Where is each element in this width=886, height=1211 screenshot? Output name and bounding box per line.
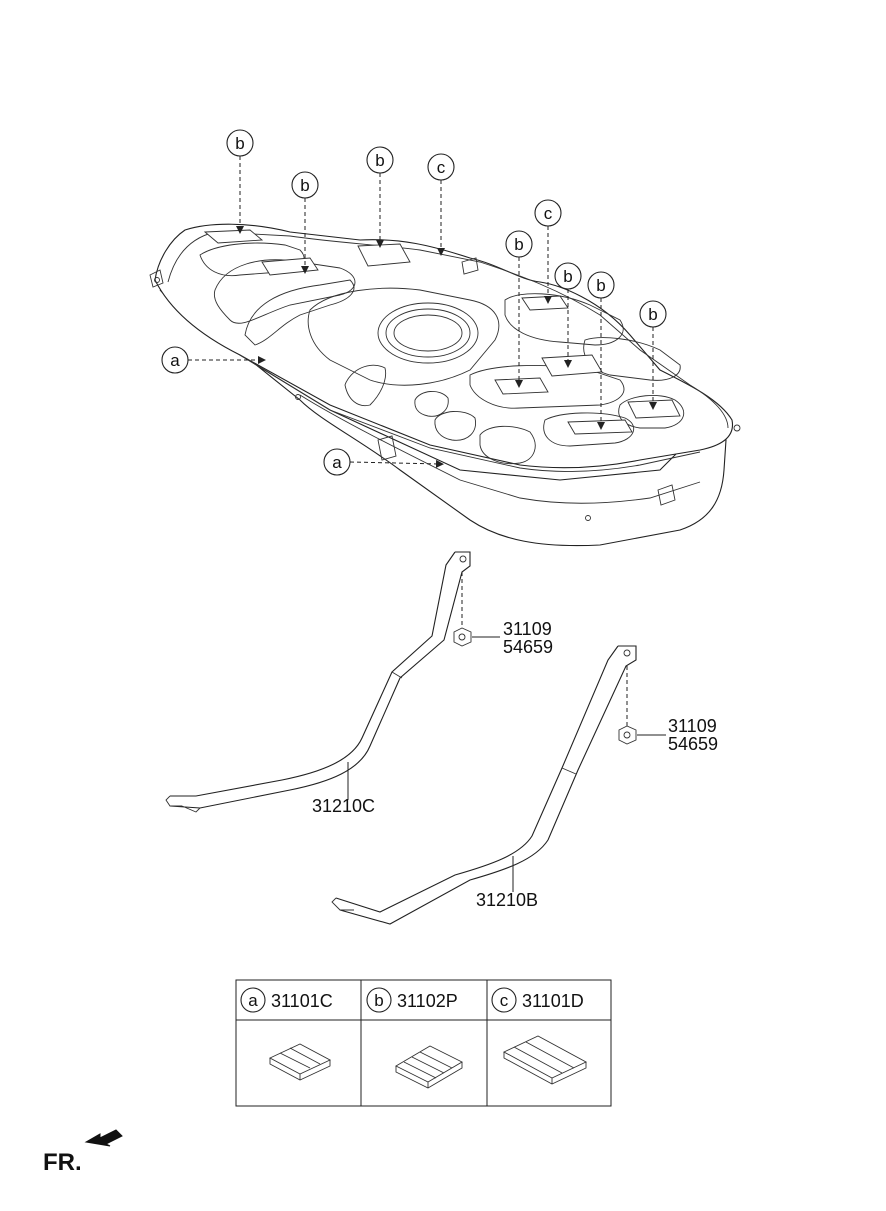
svg-text:c: c [437, 158, 446, 177]
svg-text:a: a [248, 991, 258, 1010]
callout-b-7: b [639, 300, 667, 410]
svg-text:b: b [300, 176, 309, 195]
callout-c-1: c [427, 153, 455, 256]
strap-31210c [165, 551, 471, 813]
legend-table: a 31101C b 31102P c 31101D [235, 979, 612, 1107]
callout-b-4: b [505, 230, 533, 388]
strap-rear-label: 31210B [476, 890, 538, 910]
callout-c-2: c [534, 199, 562, 304]
callout-a-1: a [161, 346, 266, 374]
svg-text:31101C: 31101C [271, 991, 333, 1011]
svg-text:a: a [332, 453, 342, 472]
fr-label: FR. [43, 1149, 82, 1176]
callouts: b b b c c b b [161, 129, 667, 476]
svg-text:b: b [375, 151, 384, 170]
nut-1-part-b: 54659 [503, 637, 553, 657]
callout-b-5: b [554, 262, 582, 368]
nut-2-part-a: 31109 [668, 716, 717, 736]
nut-1-part-a: 31109 [503, 619, 552, 639]
strap-front-label: 31210C [312, 796, 375, 816]
front-arrow-icon [84, 1129, 123, 1147]
svg-text:b: b [374, 991, 383, 1010]
legend-item-b: b 31102P [366, 987, 463, 1089]
nut-2-part-b: 54659 [668, 734, 718, 754]
callout-b-1: b [226, 129, 254, 234]
pad-icon-c [503, 1035, 587, 1085]
svg-text:b: b [563, 267, 572, 286]
pad-icon-b [395, 1045, 463, 1089]
svg-text:a: a [170, 351, 180, 370]
svg-text:c: c [544, 204, 553, 223]
callout-b-6: b [587, 271, 615, 430]
legend-item-a: a 31101C [240, 987, 333, 1081]
nut-1 [453, 627, 500, 647]
svg-text:b: b [514, 235, 523, 254]
fuel-tank [149, 223, 741, 547]
nut-2 [618, 725, 666, 745]
front-direction-indicator: FR. [43, 1129, 123, 1176]
svg-text:c: c [500, 991, 509, 1010]
svg-text:b: b [235, 134, 244, 153]
legend-item-c: c 31101D [491, 987, 587, 1085]
callout-a-2: a [323, 448, 444, 476]
svg-text:b: b [648, 305, 657, 324]
svg-text:31101D: 31101D [522, 991, 584, 1011]
pad-icon-a [268, 1043, 332, 1081]
callout-b-2: b [291, 171, 319, 274]
svg-text:b: b [596, 276, 605, 295]
callout-b-3: b [366, 146, 394, 248]
svg-text:31102P: 31102P [397, 991, 458, 1011]
strap-31210b [331, 645, 637, 925]
